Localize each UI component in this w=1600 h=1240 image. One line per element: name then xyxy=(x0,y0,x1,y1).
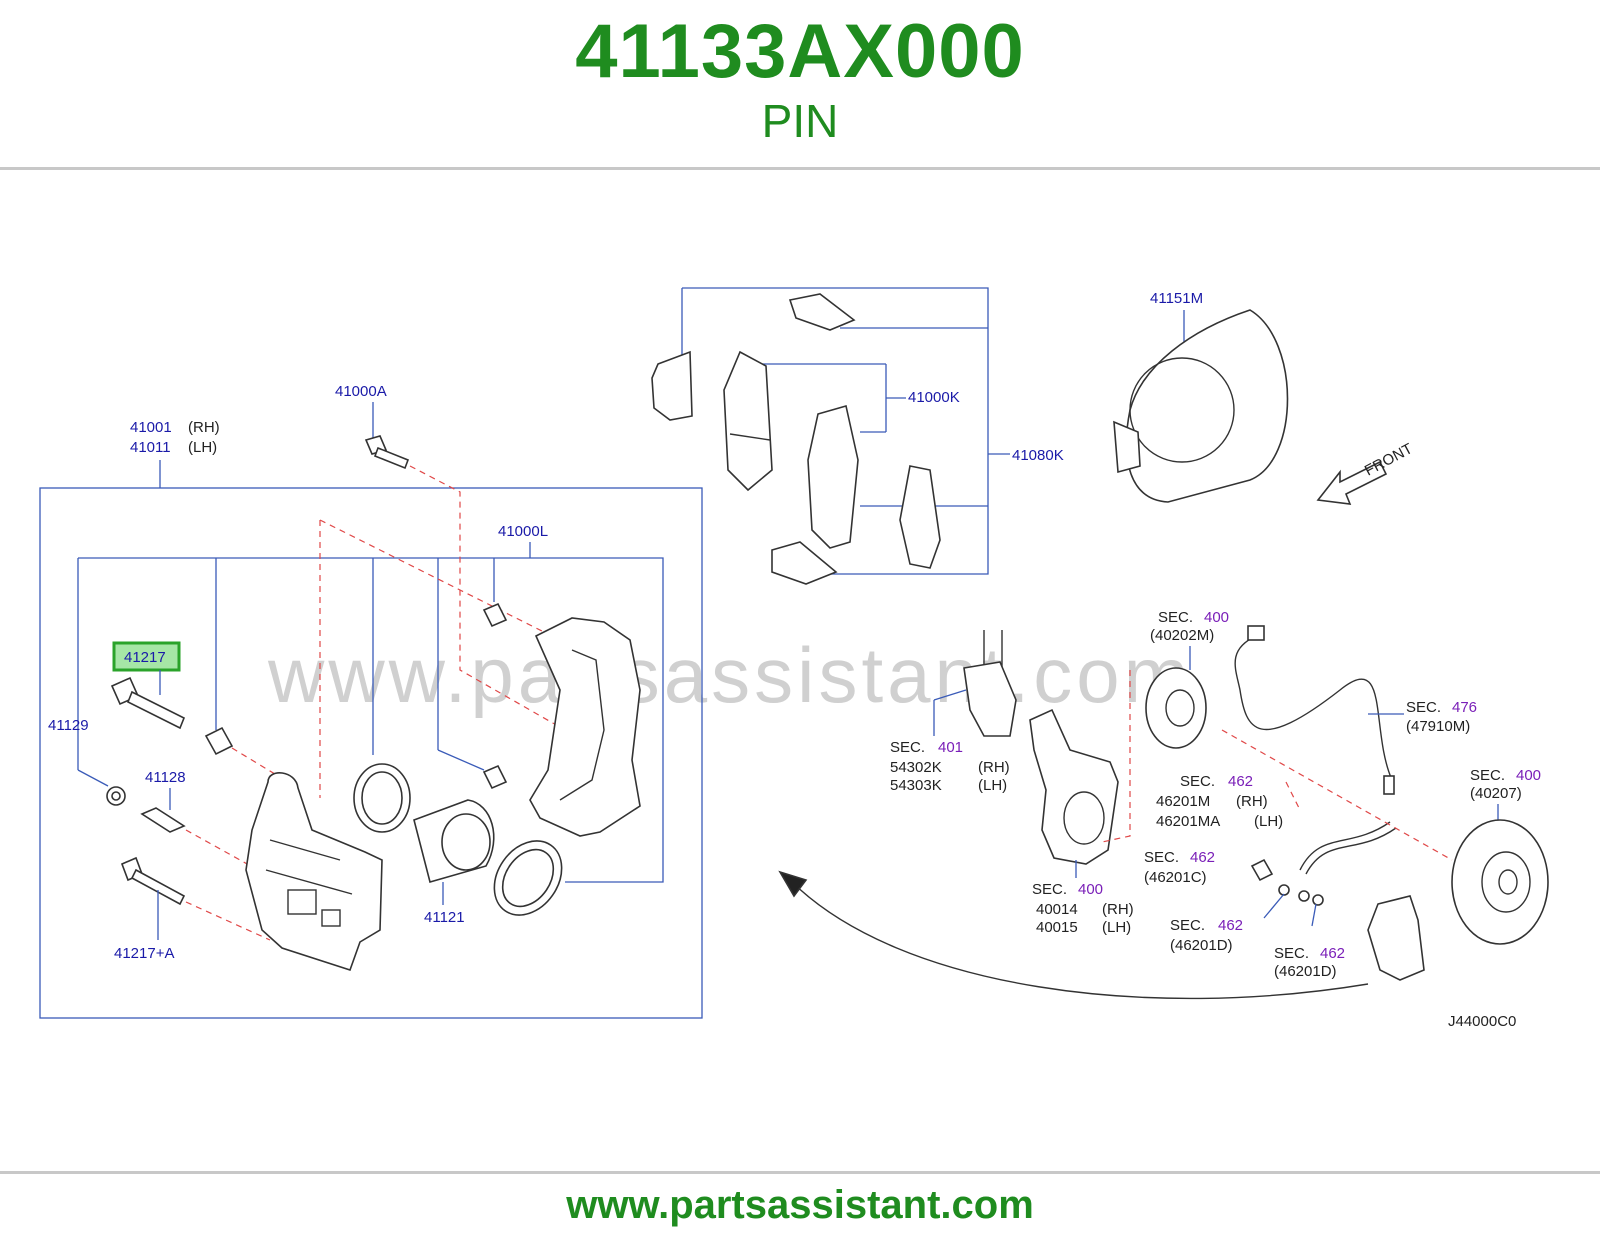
bleeder-cap-41129 xyxy=(106,786,126,806)
sec-400-hub-number: 400 xyxy=(1204,609,1229,626)
label-54303K: 54303K xyxy=(890,777,942,794)
parts-diagram: www.partsassistant.com 41001 (RH) 41011 … xyxy=(39,287,1549,1030)
piston xyxy=(413,799,495,883)
label-sec-400-hub: SEC. xyxy=(1158,609,1193,626)
label-40014: 40014 xyxy=(1036,901,1078,918)
brake-pad-inner xyxy=(807,404,859,549)
label-sec-462-bolt: SEC. xyxy=(1144,849,1179,866)
header-divider xyxy=(0,167,1600,170)
label-41128: 41128 xyxy=(145,769,186,786)
label-41151M: 41151M xyxy=(1150,290,1203,307)
label-41000A: 41000A xyxy=(335,383,387,400)
label-41001: 41001 xyxy=(130,419,172,436)
pad-clip-upper xyxy=(788,293,856,331)
label-41000K: 41000K xyxy=(908,389,960,406)
label-rh-2: (RH) xyxy=(978,759,1010,776)
part-number-title: 41133AX000 xyxy=(575,9,1025,94)
label-lh: (LH) xyxy=(188,439,217,456)
label-rh: (RH) xyxy=(188,419,220,436)
diagram-code: J44000C0 xyxy=(1448,1013,1516,1030)
label-sec-476: SEC. xyxy=(1406,699,1441,716)
sec-462-bolt-number: 462 xyxy=(1190,849,1215,866)
brake-rotor xyxy=(1451,819,1549,945)
label-sec-462-washer-2: SEC. xyxy=(1274,945,1309,962)
sec-476-number: 476 xyxy=(1452,699,1477,716)
label-40015: 40015 xyxy=(1036,919,1078,936)
label-40202M: (40202M) xyxy=(1150,627,1214,644)
pin-41217 xyxy=(110,676,186,730)
abs-sensor-harness xyxy=(1234,625,1395,795)
bushing-lower xyxy=(482,764,508,790)
label-41011: 41011 xyxy=(130,439,171,456)
sec-462-hose-number: 462 xyxy=(1228,773,1253,790)
pad-shim-outer xyxy=(651,350,693,421)
label-46201MA: 46201MA xyxy=(1156,813,1220,830)
diagram-watermark: www.partsassistant.com xyxy=(267,631,1193,719)
copper-washer-3 xyxy=(1312,894,1324,906)
label-lh-4: (LH) xyxy=(1102,919,1131,936)
label-sec-400-knuckle: SEC. xyxy=(1032,881,1067,898)
pin-boot xyxy=(204,726,234,756)
sec-462-washer-2-number: 462 xyxy=(1320,945,1345,962)
part-name-subtitle: PIN xyxy=(761,95,839,147)
label-sec-462-washer: SEC. xyxy=(1170,917,1205,934)
label-41129: 41129 xyxy=(48,717,89,734)
union-bolt xyxy=(1250,858,1274,882)
label-rh-3: (RH) xyxy=(1236,793,1268,810)
dust-boot xyxy=(493,840,563,916)
bushing-upper xyxy=(482,602,508,628)
front-label: FRONT xyxy=(1362,440,1416,479)
bleeder-41128 xyxy=(140,807,186,833)
label-lh-3: (LH) xyxy=(1254,813,1283,830)
pin-41217A xyxy=(120,856,186,906)
label-sec-462-hose: SEC. xyxy=(1180,773,1215,790)
pin-41217-highlight[interactable] xyxy=(112,641,181,672)
piston-seal xyxy=(353,763,411,833)
page-header: 41133AX000 PIN xyxy=(0,0,1600,168)
label-41217: 41217 xyxy=(124,649,166,666)
label-46201D-2: (46201D) xyxy=(1274,963,1337,980)
pad-shim-inner xyxy=(899,465,941,569)
copper-washer-2 xyxy=(1298,890,1310,902)
label-41217A: 41217+A xyxy=(114,945,174,962)
caliper-small xyxy=(1367,895,1425,981)
wheel-hub xyxy=(1145,667,1207,749)
sec-462-washer-number: 462 xyxy=(1218,917,1243,934)
dust-shield xyxy=(1113,309,1289,503)
caliper-assembly-box xyxy=(39,487,703,1019)
caliper-body xyxy=(245,772,383,972)
label-sec-400-rotor: SEC. xyxy=(1470,767,1505,784)
sec-401-number: 401 xyxy=(938,739,963,756)
label-sec-401: SEC. xyxy=(890,739,925,756)
brake-hose xyxy=(1299,821,1397,875)
steering-knuckle xyxy=(1029,708,1119,865)
footer-divider xyxy=(0,1171,1600,1174)
front-direction-arrow xyxy=(1316,460,1388,505)
label-41000L: 41000L xyxy=(498,523,548,540)
label-46201D: (46201D) xyxy=(1170,937,1233,954)
brake-pad-outer xyxy=(723,350,773,492)
label-54302K: 54302K xyxy=(890,759,942,776)
assembly-direction-arrow xyxy=(789,879,1369,1000)
pad-clip-lower xyxy=(771,541,838,585)
sec-400-knuckle-number: 400 xyxy=(1078,881,1103,898)
copper-washer-1 xyxy=(1278,884,1290,896)
label-46201M: 46201M xyxy=(1156,793,1210,810)
label-41121: 41121 xyxy=(424,909,465,926)
label-rh-4: (RH) xyxy=(1102,901,1134,918)
label-lh-2: (LH) xyxy=(978,777,1007,794)
label-46201C: (46201C) xyxy=(1144,869,1207,886)
sec-400-rotor-number: 400 xyxy=(1516,767,1541,784)
footer-website-link[interactable]: www.partsassistant.com xyxy=(566,1183,1034,1227)
label-40207: (40207) xyxy=(1470,785,1522,802)
torque-member xyxy=(529,617,641,837)
strut-bracket xyxy=(963,661,1017,737)
bolt-41000A xyxy=(364,435,410,470)
label-41080K: 41080K xyxy=(1012,447,1064,464)
label-47910M: (47910M) xyxy=(1406,718,1470,735)
